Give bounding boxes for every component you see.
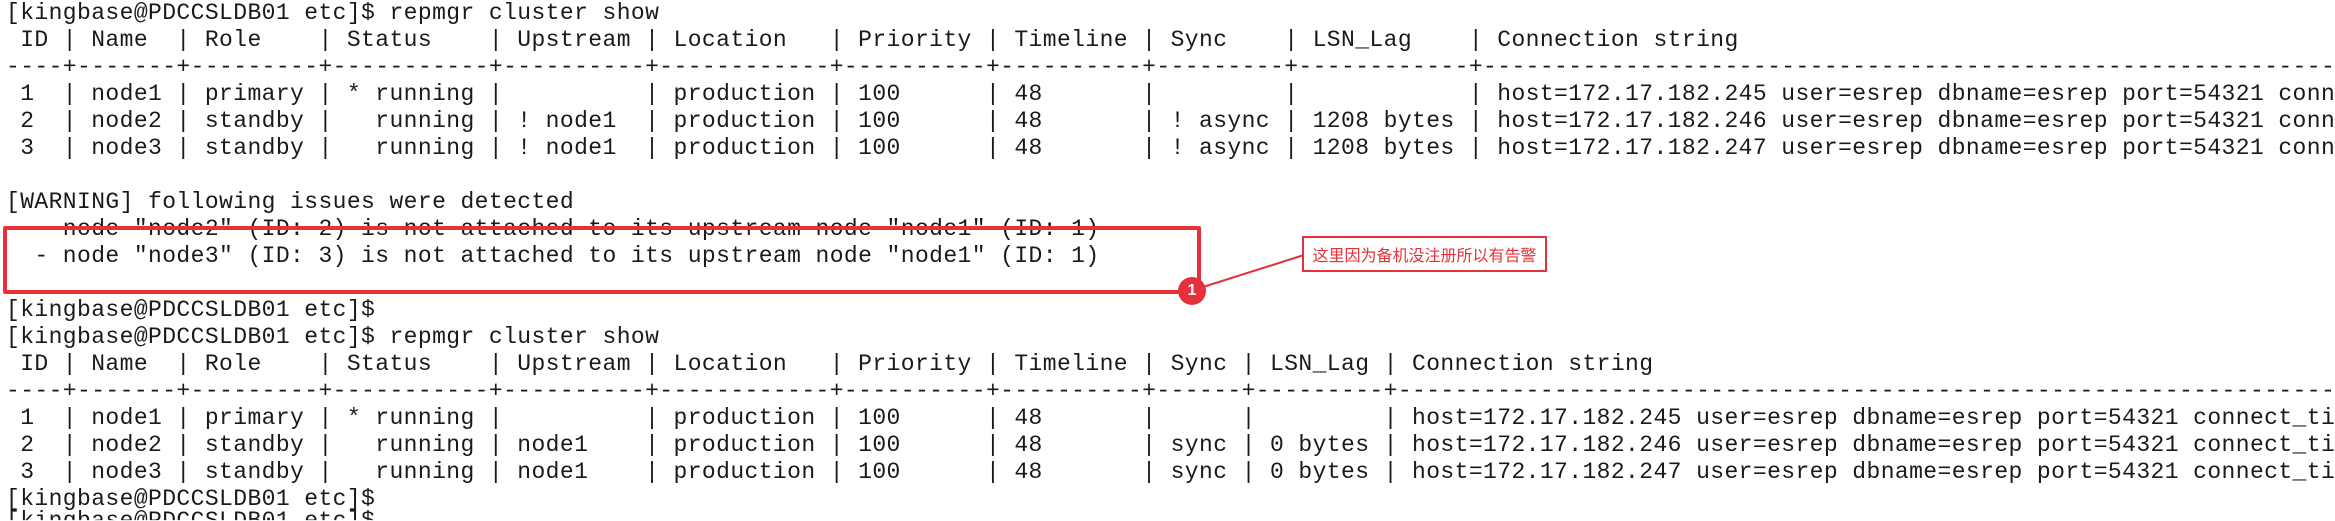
terminal-line-prompt: [kingbase@PDCCSLDB01 etc]$ (6, 486, 376, 512)
terminal-line-prompt: [kingbase@PDCCSLDB01 etc]$ repmgr cluste… (6, 324, 660, 350)
terminal-line-warning: [WARNING] following issues were detected (6, 189, 575, 215)
terminal-line-prompt-partial: [kingbase@PDCCSLDB01 etc]$ (6, 508, 376, 521)
terminal-line-table-header: ID | Name | Role | Status | Upstream | L… (6, 351, 1654, 377)
terminal-line-separator: ----+-------+---------+-----------+-----… (6, 54, 2335, 80)
terminal-line-prompt: [kingbase@PDCCSLDB01 etc]$ repmgr cluste… (6, 0, 660, 26)
terminal-line-table-header: ID | Name | Role | Status | Upstream | L… (6, 27, 1739, 53)
terminal-line-row: 2 | node2 | standby | running | node1 | … (6, 432, 2335, 458)
terminal-line-row: 1 | node1 | primary | * running | | prod… (6, 81, 2335, 107)
terminal-line-separator: ----+-------+---------+-----------+-----… (6, 378, 2335, 404)
terminal-line-prompt: [kingbase@PDCCSLDB01 etc]$ (6, 297, 376, 323)
terminal-line-row: 3 | node3 | standby | running | ! node1 … (6, 135, 2335, 161)
terminal-line-warning-detail: - node "node3" (ID: 3) is not attached t… (6, 243, 1100, 269)
terminal-line-row: 1 | node1 | primary | * running | | prod… (6, 405, 2335, 431)
terminal-line-row: 3 | node3 | standby | running | node1 | … (6, 459, 2335, 485)
annotation-callout: 这里因为备机没注册所以有告警 (1302, 236, 1547, 272)
annotation-badge: 1 (1178, 277, 1206, 305)
terminal-line-row: 2 | node2 | standby | running | ! node1 … (6, 108, 2335, 134)
warning-highlight-box (3, 226, 1201, 294)
